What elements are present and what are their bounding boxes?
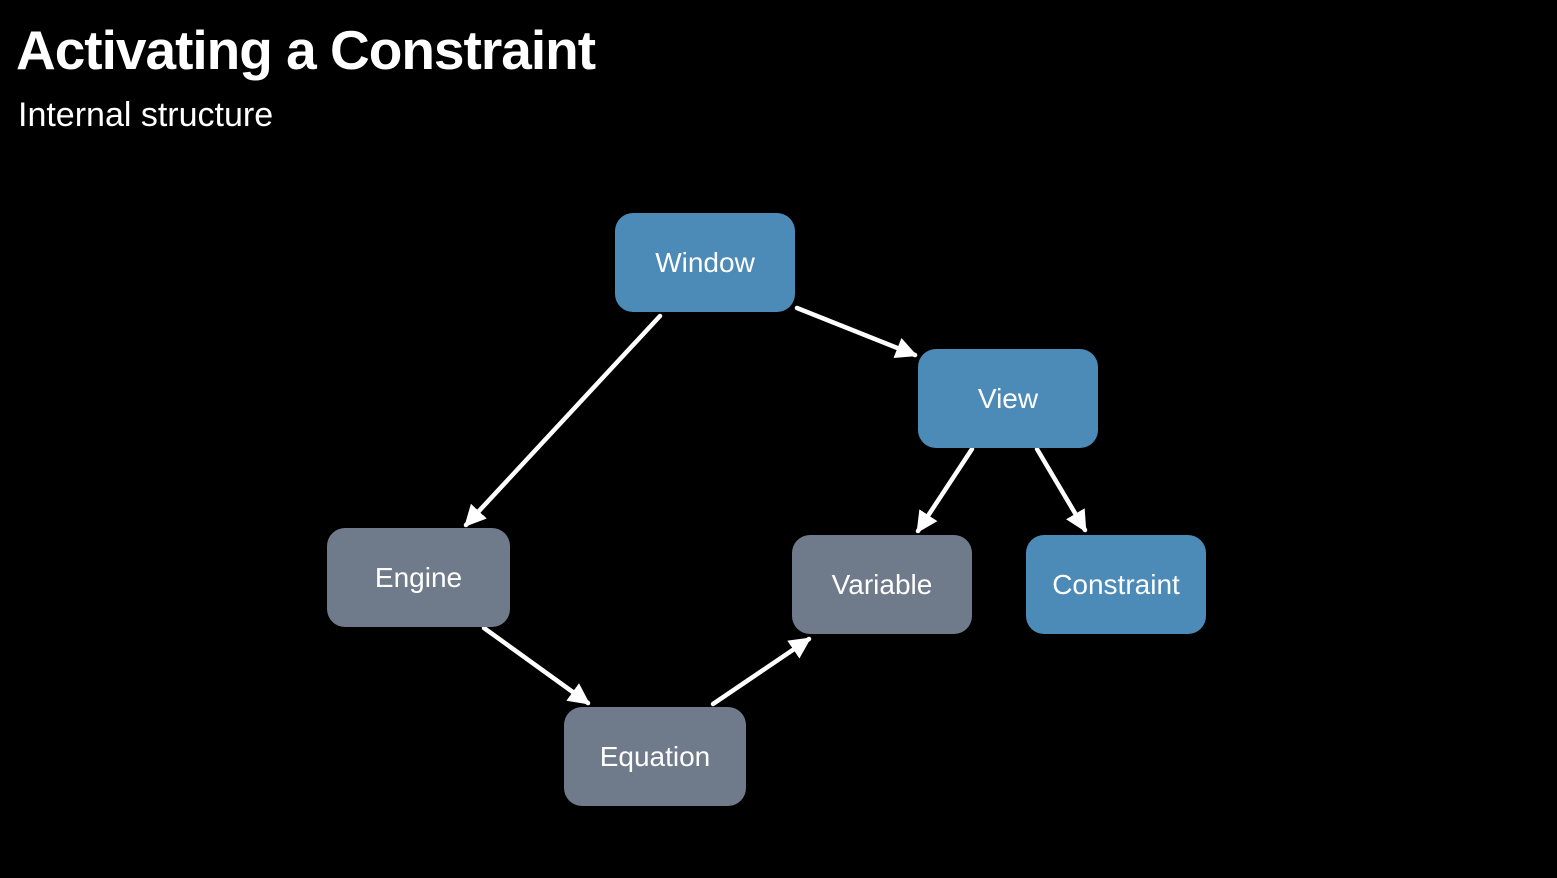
node-view-label: View <box>977 382 1039 414</box>
arrow-view-to-constraint <box>1034 446 1088 533</box>
node-variable: Variable <box>792 535 972 634</box>
node-window-label: Window <box>655 246 755 278</box>
arrow-engine-to-equation <box>481 625 591 706</box>
slide-subtitle: Internal structure <box>18 96 274 134</box>
node-constraint-label: Constraint <box>1052 568 1180 600</box>
node-variable-label: Variable <box>831 568 933 600</box>
node-equation-label: Equation <box>599 740 711 772</box>
node-engine: Engine <box>327 528 510 627</box>
slide-title: Activating a Constraint <box>16 19 596 81</box>
arrow-window-to-engine <box>463 313 663 528</box>
node-view: View <box>918 349 1098 448</box>
node-constraint: Constraint <box>1026 535 1206 634</box>
node-equation: Equation <box>564 707 746 806</box>
arrow-view-to-variable <box>915 446 975 534</box>
arrow-equation-to-variable <box>710 636 812 707</box>
node-engine-label: Engine <box>374 561 463 593</box>
node-window: Window <box>615 213 795 312</box>
arrow-window-to-view <box>794 305 918 359</box>
